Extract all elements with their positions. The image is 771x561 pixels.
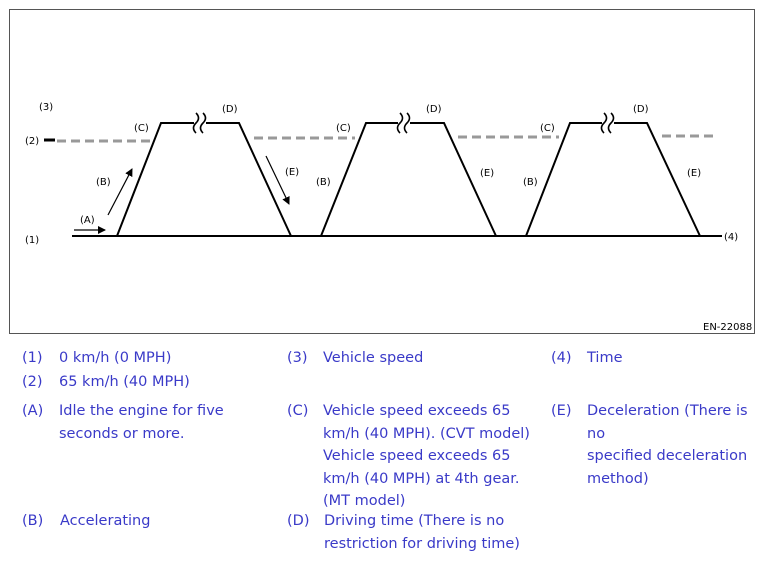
cycle-2-profile — [320, 122, 398, 237]
legend-item-2: (2) 65 km/h (40 MPH) — [22, 371, 272, 395]
legend-text: Vehicle speed exceeds 65 km/h (40 MPH). … — [323, 403, 530, 509]
label-exceed-c-3: (C) — [540, 123, 555, 134]
figure-code: EN-22088 — [703, 322, 752, 333]
legend-item-c: (C) Vehicle speed exceeds 65 km/h (40 MP… — [287, 400, 547, 512]
label-time-axis: (4) — [724, 232, 738, 243]
diagram-svg: (3) (2) (1) (4) (A) (B) (C) (D) (E) (B) … — [25, 102, 752, 333]
legend-text: 65 km/h (40 MPH) — [59, 374, 190, 390]
label-accel-b-3: (B) — [523, 177, 538, 188]
legend-key: (B) — [22, 513, 44, 529]
legend-item-a: (A) Idle the engine for five seconds or … — [22, 400, 272, 448]
legend-item-1: (1) 0 km/h (0 MPH) — [22, 347, 272, 371]
cycle-1-profile-top-right — [206, 122, 292, 237]
label-65kmh-level: (2) — [25, 136, 39, 147]
label-decel-e-1: (E) — [285, 167, 299, 178]
cycle-3-profile-top-right — [614, 122, 701, 237]
label-drive-d-3: (D) — [633, 104, 649, 115]
label-accel-b-2: (B) — [316, 177, 331, 188]
legend-key: (4) — [551, 350, 572, 366]
accelerating-arrow — [107, 168, 133, 216]
legend-text: Vehicle speed — [323, 350, 424, 366]
legend-key: (1) — [22, 350, 43, 366]
label-decel-e-3: (E) — [687, 168, 701, 179]
break-symbol-cycle-2 — [396, 112, 411, 134]
speed-profile-diagram: (3) (2) (1) (4) (A) (B) (C) (D) (E) (B) … — [9, 9, 755, 334]
legend-key: (3) — [287, 350, 308, 366]
label-decel-e-2: (E) — [480, 168, 494, 179]
legend-item-4: (4) Time — [551, 347, 761, 371]
legend-text: Time — [587, 350, 623, 366]
legend-key: (2) — [22, 374, 43, 390]
legend-item-b: (B) Accelerating — [22, 510, 272, 534]
cycle-1-profile — [116, 122, 194, 237]
break-symbol-cycle-1 — [192, 112, 207, 134]
label-idle-a: (A) — [80, 215, 95, 226]
label-accel-b-1: (B) — [96, 177, 111, 188]
legend-text: Driving time (There is no restriction fo… — [324, 513, 520, 552]
legend-key: (E) — [551, 403, 572, 419]
legend-text: Idle the engine for five seconds or more… — [59, 403, 224, 442]
label-0kmh-level: (1) — [25, 235, 39, 246]
label-vehicle-speed-axis: (3) — [39, 102, 53, 113]
cycle-2-profile-top-right — [410, 122, 497, 237]
cycle-3-profile — [525, 122, 602, 237]
break-symbol-cycle-3 — [600, 112, 615, 134]
legend-key: (C) — [287, 403, 309, 419]
legend-text: Deceleration (There is no specified dece… — [587, 403, 748, 487]
legend-text: Accelerating — [60, 513, 151, 529]
legend-item-d: (D) Driving time (There is no restrictio… — [287, 510, 547, 558]
label-exceed-c-2: (C) — [336, 123, 351, 134]
label-exceed-c-1: (C) — [134, 123, 149, 134]
speed-threshold-dashed-line — [57, 134, 718, 143]
legend-key: (A) — [22, 403, 44, 419]
legend-item-3: (3) Vehicle speed — [287, 347, 537, 371]
legend-key: (D) — [287, 513, 310, 529]
decelerating-arrow — [265, 155, 290, 205]
label-drive-d-1: (D) — [222, 104, 238, 115]
legend-text: 0 km/h (0 MPH) — [59, 350, 172, 366]
legend-item-e: (E) Deceleration (There is no specified … — [551, 400, 766, 487]
label-drive-d-2: (D) — [426, 104, 442, 115]
